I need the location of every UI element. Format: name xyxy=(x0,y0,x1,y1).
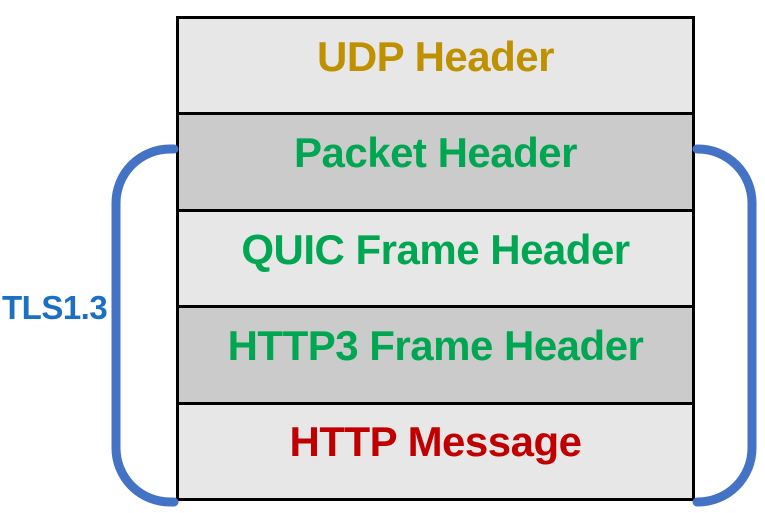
tls-bracket-right-icon xyxy=(692,144,757,507)
quic-frame-header-label: QUIC Frame Header xyxy=(241,225,630,273)
packet-header-label: Packet Header xyxy=(293,129,578,177)
stack-row-packet-header: Packet Header xyxy=(179,112,692,209)
stack-row-quic-frame-header: QUIC Frame Header xyxy=(179,208,692,306)
stack-row-http-message: HTTP Message xyxy=(179,401,692,499)
http-message-label: HTTP Message xyxy=(289,418,583,466)
protocol-stack-box: UDP Header Packet Header QUIC Frame Head… xyxy=(176,16,695,501)
http3-frame-header-label: HTTP3 Frame Header xyxy=(227,321,644,369)
stack-row-http3-frame-header: HTTP3 Frame Header xyxy=(179,305,692,402)
tls-bracket-left-icon xyxy=(111,144,179,507)
stack-row-udp-header: UDP Header xyxy=(179,19,692,113)
udp-header-label: UDP Header xyxy=(317,32,555,80)
tls-version-label: TLS1.3 xyxy=(2,289,108,326)
